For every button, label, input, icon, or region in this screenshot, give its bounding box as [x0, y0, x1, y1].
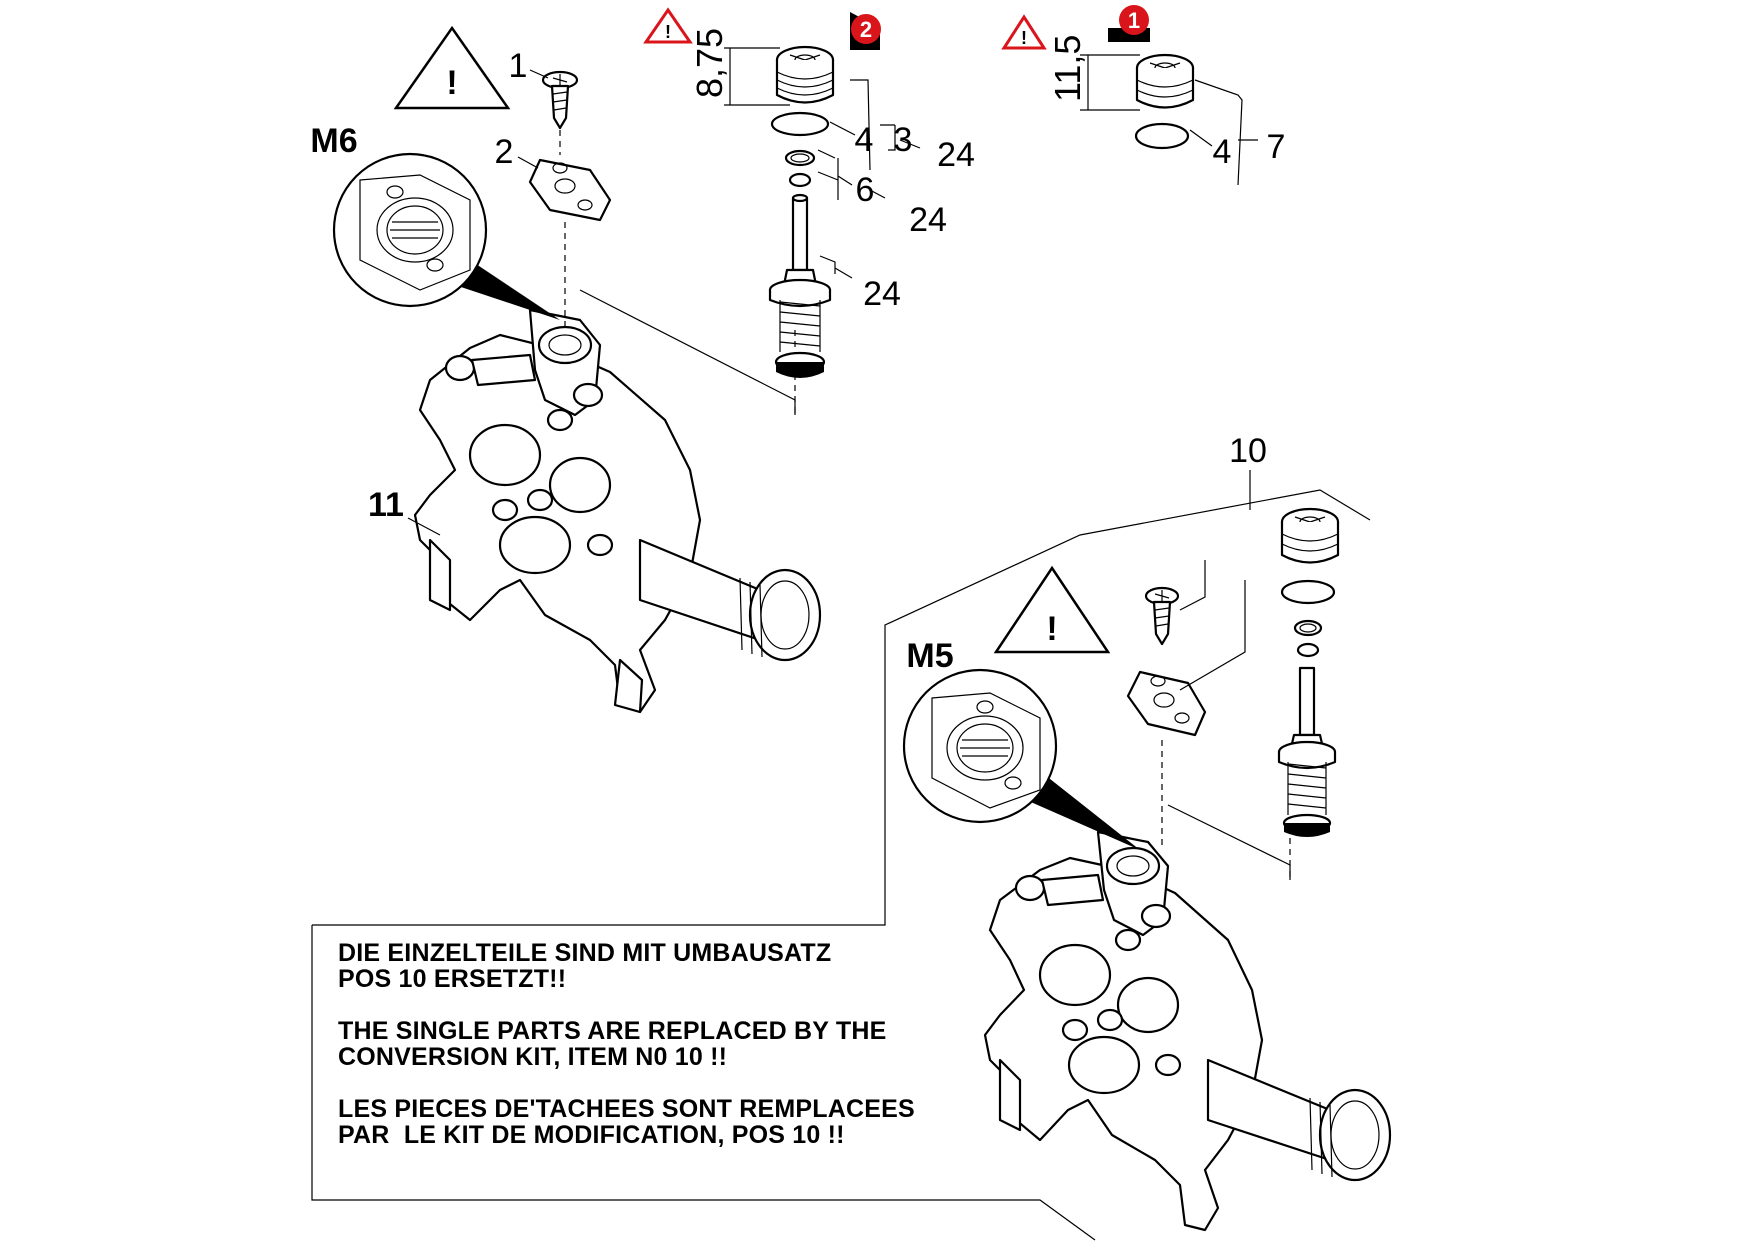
- part-number-10: 10: [1229, 432, 1267, 470]
- part-number-24-c: 24: [863, 275, 901, 313]
- part-number-7: 7: [1267, 128, 1286, 166]
- kit-screw: [1144, 586, 1180, 646]
- assembly-axis-lines-upper: [559, 130, 796, 415]
- dimension-value-8-75: 8,75: [689, 28, 730, 98]
- warning-mark-small-b: !: [1021, 28, 1027, 48]
- thread-detail-magnifier-m6: M6: [310, 122, 560, 320]
- o-ring-part-4-a: [770, 111, 830, 137]
- note-german-line-2: POS 10 ERSETZT!!: [338, 965, 567, 993]
- pump-head-upper: [413, 308, 822, 714]
- variant-badge-2: 2: [850, 12, 881, 50]
- leader-line-11: [407, 517, 441, 536]
- part-number-24-a: 24: [937, 136, 975, 174]
- dimension-11-5: 11,5: [1047, 35, 1140, 111]
- seal-rings-part-6: [784, 149, 816, 188]
- badge-2-text: 2: [860, 17, 872, 42]
- bracket-lines-variant-2: [817, 79, 921, 279]
- screw-part-1: [541, 70, 579, 130]
- warning-triangle-small-icon-a: !: [643, 7, 693, 44]
- conversion-kit-frame: [311, 470, 1371, 1241]
- note-english-line-2: CONVERSION KIT, ITEM N0 10 !!: [338, 1043, 728, 1071]
- leader-line-1: [529, 69, 549, 79]
- warning-mark-text: !: [446, 64, 457, 102]
- note-french-line-1: LES PIECES DE'TACHEES SONT REMPLACEES: [338, 1095, 915, 1123]
- flange-plate-part-2: [528, 158, 612, 222]
- variant-badge-1: 1: [1108, 5, 1150, 42]
- part-number-4-a: 4: [855, 121, 874, 159]
- note-french-line-2: PAR LE KIT DE MODIFICATION, POS 10 !!: [338, 1121, 845, 1149]
- dimension-value-11-5: 11,5: [1047, 35, 1088, 102]
- thread-label-m6: M6: [310, 122, 357, 160]
- part-number-1: 1: [509, 47, 528, 85]
- badge-1-text: 1: [1128, 8, 1140, 33]
- bracket-lines-variant-1: [1189, 79, 1258, 186]
- warning-mark-small-a: !: [665, 22, 671, 42]
- assembly-axis-lines-lower: [1161, 560, 1291, 880]
- part-number-4-b: 4: [1213, 133, 1232, 171]
- thread-label-m5: M5: [906, 637, 953, 675]
- kit-flange-plate: [1126, 670, 1207, 737]
- part-number-11: 11: [368, 486, 404, 524]
- leader-line-2: [517, 156, 539, 169]
- kit-valve-piston: [1277, 666, 1337, 837]
- warning-triangle-small-icon-b: !: [1001, 14, 1047, 50]
- dimension-8-75: 8,75: [689, 28, 790, 106]
- part-number-6: 6: [856, 171, 875, 209]
- valve-insert-variant-2: [775, 45, 835, 104]
- part-number-2: 2: [495, 133, 514, 171]
- note-german-line-1: DIE EINZELTEILE SIND MIT UMBAUSATZ: [338, 939, 832, 967]
- warning-triangle-icon: !: [393, 25, 511, 110]
- kit-valve-insert: [1280, 507, 1340, 658]
- valve-insert-variant-1: [1135, 53, 1195, 109]
- thread-detail-magnifier-m5: M5: [902, 637, 1140, 850]
- part-number-24-b: 24: [909, 201, 947, 239]
- part-number-3: 3: [894, 121, 913, 159]
- o-ring-part-4-b: [1134, 122, 1190, 150]
- note-english-line-1: THE SINGLE PARTS ARE REPLACED BY THE: [338, 1017, 887, 1045]
- valve-piston-assembly: [768, 193, 832, 378]
- warning-triangle-lower-icon: !: [993, 565, 1111, 654]
- warning-mark-lower: !: [1046, 610, 1057, 648]
- pump-head-lower: [983, 830, 1392, 1232]
